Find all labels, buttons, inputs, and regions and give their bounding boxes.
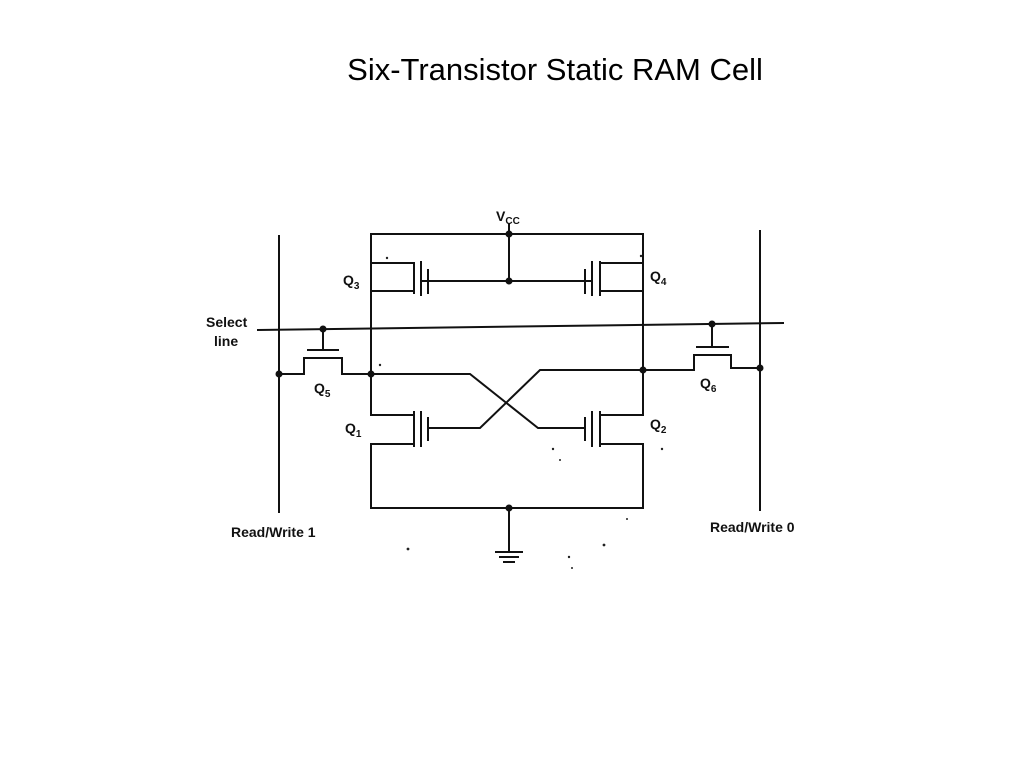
q3-label: Q3 — [343, 272, 360, 292]
bitline-left-node — [275, 370, 283, 378]
slide-title: Six-Transistor Static RAM Cell — [347, 52, 763, 87]
q1-label: Q1 — [345, 420, 362, 440]
transistor-q2 — [584, 369, 644, 509]
bitline-left-label: Read/Write 1 — [231, 524, 316, 540]
ground-rail — [370, 504, 644, 553]
select-line-label: Select — [206, 314, 248, 330]
q2-label: Q2 — [650, 416, 667, 436]
select-line-wire — [256, 321, 785, 332]
transistor-q6 — [642, 320, 761, 371]
bitline-right-label: Read/Write 0 — [710, 519, 795, 535]
ground-icon — [495, 551, 523, 563]
transistor-q4 — [584, 261, 644, 296]
cross-coupling — [370, 369, 644, 429]
transistor-q5 — [278, 325, 372, 375]
transistor-q1 — [370, 373, 429, 509]
select-line-label-2: line — [214, 333, 238, 349]
q6-label: Q6 — [700, 375, 717, 395]
q4-label: Q4 — [650, 268, 667, 288]
scan-specks — [378, 254, 664, 569]
pullup-gate-node — [505, 277, 513, 285]
vcc-label: VCC — [496, 208, 520, 227]
bitline-right-node — [756, 364, 764, 372]
q5-label: Q5 — [314, 380, 331, 400]
transistor-q3 — [370, 261, 429, 296]
